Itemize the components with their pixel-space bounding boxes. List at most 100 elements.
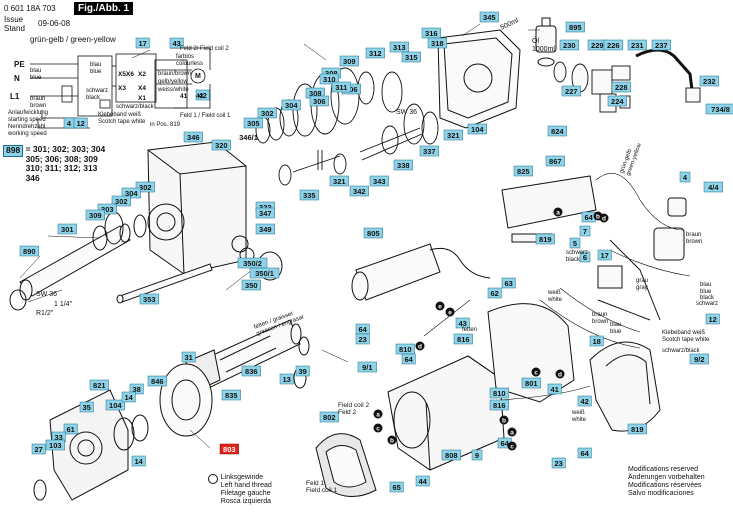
callout-c304b: 304: [121, 187, 141, 199]
callout-c302b: 302: [135, 181, 155, 193]
wire-brown-d: braun brown: [592, 312, 609, 325]
callout-text: 345: [483, 13, 496, 22]
callout-c18: 18: [589, 335, 604, 347]
callout-box: [85, 209, 105, 221]
callout-c64e: 64: [577, 447, 592, 459]
letter-marker-b: b: [387, 435, 397, 445]
callout-box: [339, 55, 359, 67]
callout-text: 63: [505, 279, 513, 288]
callout-c231: 231: [627, 39, 647, 51]
callout-c42a: 42: [195, 89, 210, 101]
callout-box: [63, 423, 78, 435]
callout-c320: 320: [211, 139, 231, 151]
callout-box: [705, 103, 733, 115]
figure-label: Fig./Abb. 1: [74, 2, 134, 15]
callout-text: 321: [333, 177, 346, 186]
callout-text: 312: [369, 49, 382, 58]
motor-m: M: [195, 73, 201, 80]
callout-box: [603, 39, 623, 51]
callout-box: [369, 175, 389, 187]
callout-text: 237: [655, 41, 668, 50]
callout-text: 17: [601, 251, 609, 260]
callout-text: 12: [77, 119, 85, 128]
callout-c43a: 43: [169, 37, 184, 49]
callout-text: 825: [517, 167, 530, 176]
callout-text: 226: [607, 41, 620, 50]
callout-text: 302: [139, 183, 152, 192]
callout-c301: 301: [57, 223, 77, 235]
wire-green-yellow: grün-gelb / green-yellow: [30, 35, 116, 44]
callout-box: [443, 129, 463, 141]
callout-c35: 35: [79, 401, 94, 413]
letter-marker-c: c: [373, 423, 383, 433]
callout-box: [705, 313, 720, 325]
callout-c228: 228: [611, 81, 631, 93]
callout-box: [121, 187, 141, 199]
callout-c313: 313: [389, 41, 409, 53]
callout-text: 836: [245, 367, 258, 376]
letter-text: c: [510, 444, 514, 451]
callout-text: 350/2: [243, 259, 262, 268]
callout-text: 9/2: [694, 355, 704, 364]
callout-box: [195, 89, 210, 101]
letter-marker-b: b: [499, 415, 509, 425]
service-kit-number: 898: [3, 145, 24, 157]
callout-box: [221, 389, 241, 401]
callout-text: 310: [323, 75, 336, 84]
wire-black-c: black: [700, 295, 715, 301]
terminal-42: 42: [196, 93, 204, 100]
callout-box: [169, 37, 184, 49]
callout-text: 819: [539, 235, 552, 244]
callout-box: [309, 95, 329, 107]
callout-c350: 350: [241, 279, 261, 291]
callout-c23a: 23: [355, 333, 370, 345]
callout-text: 350: [245, 281, 258, 290]
callout-box: [569, 237, 581, 249]
callout-text: 228: [615, 83, 628, 92]
letter-marker-a: a: [553, 207, 563, 217]
letter-text: b: [596, 214, 600, 221]
callout-box: [441, 449, 461, 461]
callout-text: 227: [565, 87, 578, 96]
callout-box: [183, 131, 203, 143]
letter-text: b: [390, 438, 394, 445]
terminal-x3: X3: [118, 85, 126, 92]
letter-text: d: [558, 372, 562, 379]
callout-c890: 890: [19, 245, 39, 257]
leader-lines: [19, 23, 540, 449]
callout-text: 304: [125, 189, 138, 198]
field-coil-2-label: Feld 2/ Field coil 2: [180, 46, 229, 52]
thread-size: 1 1/4": [54, 301, 73, 308]
callout-box: [479, 11, 499, 23]
callout-box: [357, 361, 377, 373]
callout-text: 9: [475, 451, 479, 460]
callout-text: 61: [67, 425, 75, 434]
callout-box: [319, 73, 339, 85]
callout-box: [689, 353, 709, 365]
field-coil-1-note: Feld 1 Field coil 1: [306, 480, 338, 494]
callout-c335: 335: [299, 189, 319, 201]
callout-c346: 346: [183, 131, 203, 143]
callout-box: [489, 387, 509, 399]
callout-text: 343: [373, 177, 386, 186]
callout-c64a: 64: [581, 211, 596, 223]
wire-blue-a: blau blue: [30, 68, 42, 81]
wire-white: weiss/white: [158, 87, 189, 93]
callout-text: 318: [431, 39, 444, 48]
callout-box: [111, 195, 131, 207]
callout-box: [703, 181, 723, 193]
callout-c230: 230: [559, 39, 579, 51]
callout-box: [241, 365, 261, 377]
bearing-flange: [49, 389, 129, 501]
callout-c343: 343: [369, 175, 389, 187]
callout-c38: 38: [129, 383, 144, 395]
starting-speed-label: Anlaufwicklung starting speed: [8, 110, 49, 123]
callout-text: 4: [683, 173, 688, 182]
callout-box: [349, 185, 369, 197]
callout-text: 810: [399, 345, 412, 354]
callout-box: [535, 233, 555, 245]
letter-marker-c: c: [507, 441, 517, 451]
callout-box: [389, 41, 409, 53]
terminal-x6: X6: [126, 71, 134, 78]
